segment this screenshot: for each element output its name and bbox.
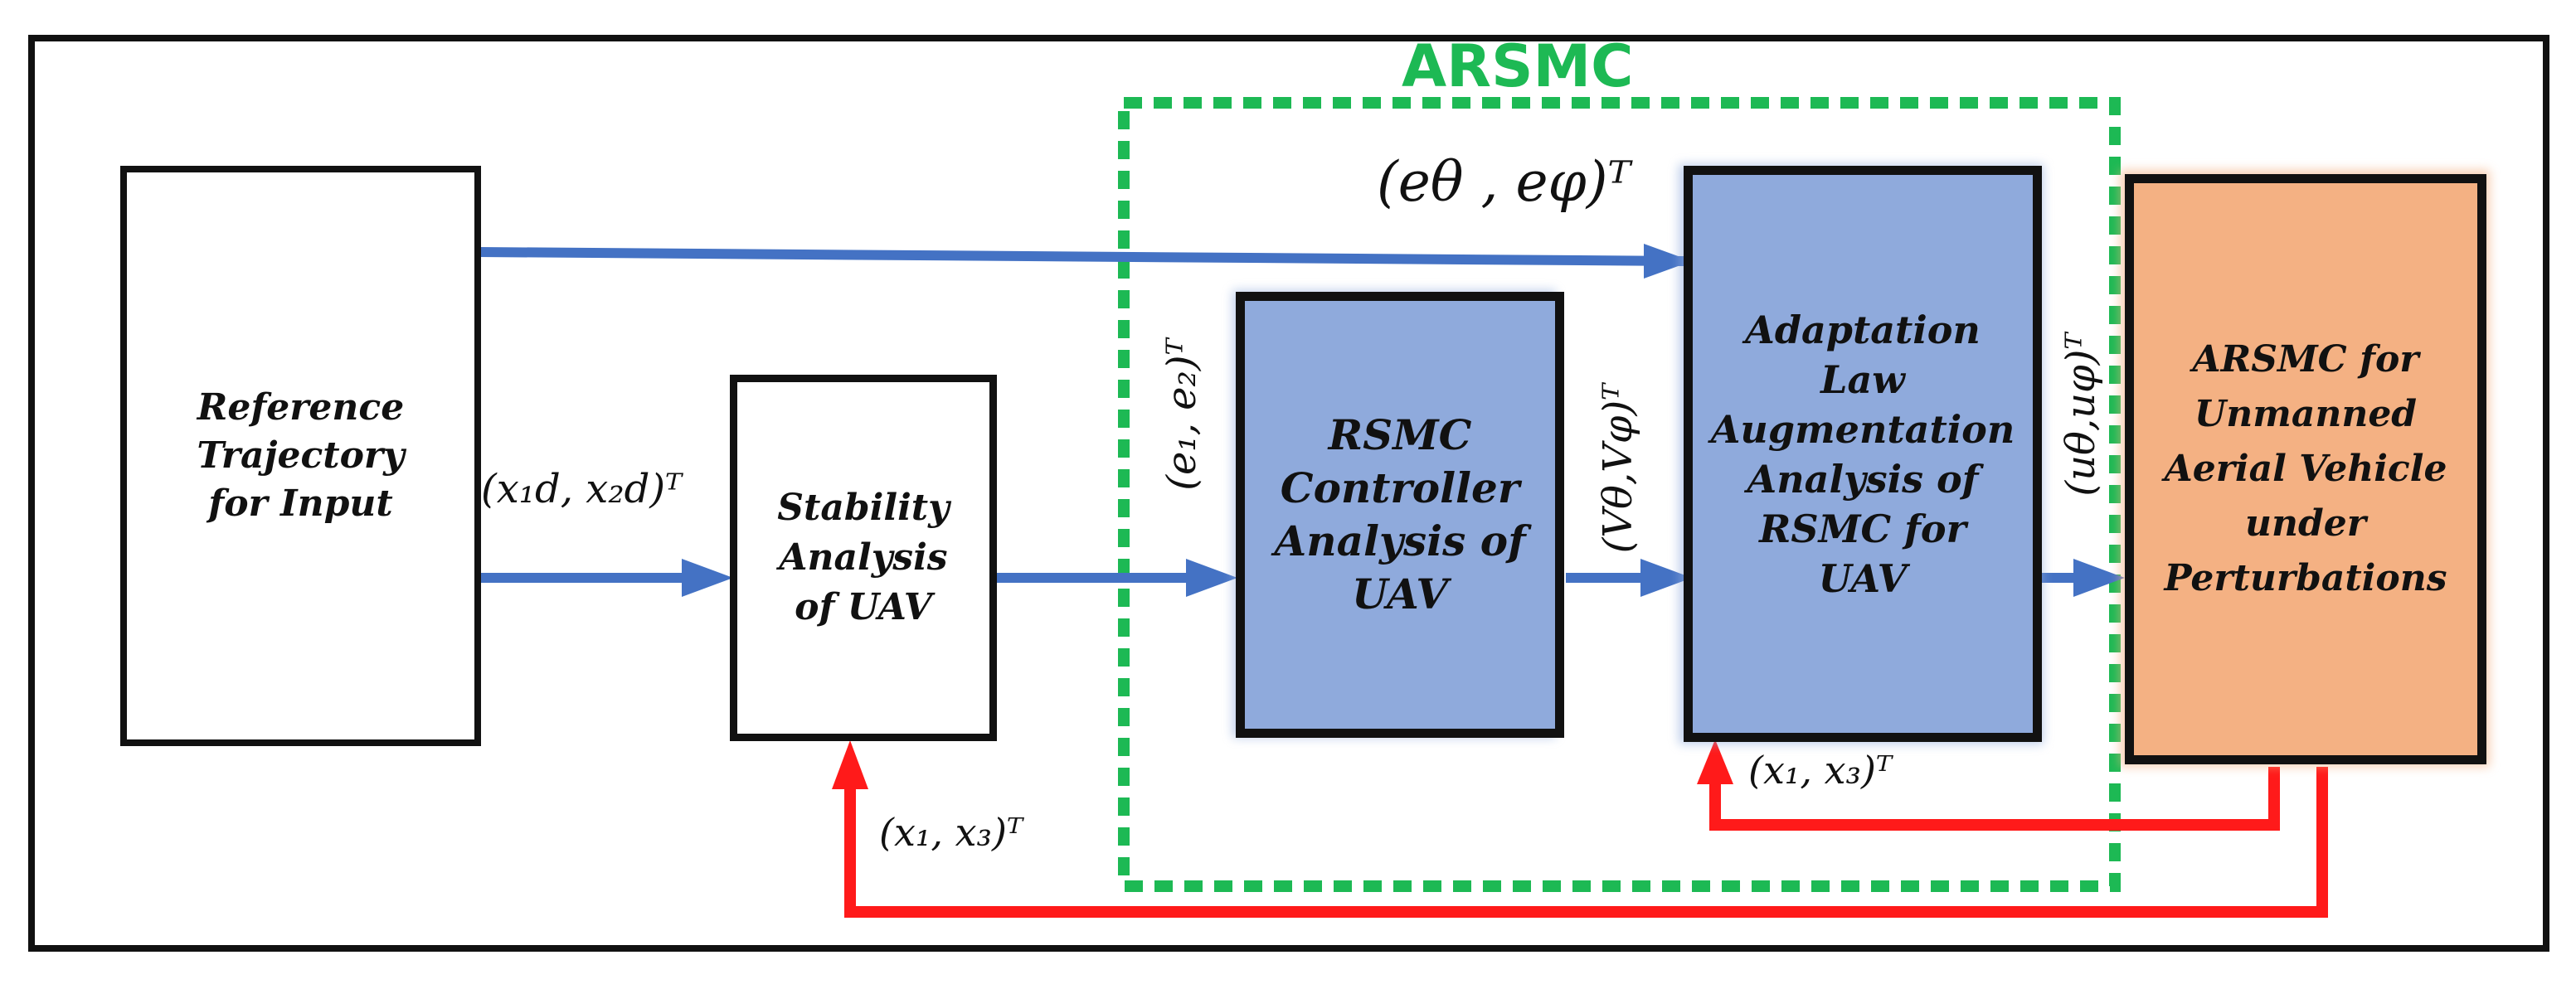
arsmc-uav-label: ARSMC for Unmanned Aerial Vehicle under … xyxy=(2164,338,2447,599)
signal-x1d-x2d: (x₁d, x₂d)ᵀ xyxy=(481,466,683,512)
reference-trajectory-label: Reference Trajectory for Input xyxy=(197,386,405,525)
arrowhead-rsmc xyxy=(1186,559,1237,597)
feedback-uav-to-adaptation xyxy=(1709,767,2280,831)
rsmc-controller-block: RSMC Controller Analysis of UAV xyxy=(1236,292,1564,738)
arsmc-group-title: ARSMC xyxy=(1402,32,1634,100)
reference-trajectory-block: Reference Trajectory for Input xyxy=(120,166,481,746)
rsmc-controller-label: RSMC Controller Analysis of UAV xyxy=(1274,410,1526,618)
adaptation-law-label: Adaptation Law Augmentation Analysis of … xyxy=(1710,307,2015,601)
stability-analysis-label: Stability Analysis of UAV xyxy=(777,487,950,628)
arsmc-uav-block: ARSMC for Unmanned Aerial Vehicle under … xyxy=(2125,174,2486,764)
signal-e1-e2: (e₁, e₂)ᵀ xyxy=(1159,338,1205,491)
adaptation-law-block: Adaptation Law Augmentation Analysis of … xyxy=(1684,166,2042,742)
feedback-arrows xyxy=(832,739,2328,918)
signal-x1-x3-outer: (x₁, x₃)ᵀ xyxy=(879,810,1023,855)
signal-u-theta-phi: (uθ,uφ)ᵀ xyxy=(2058,332,2104,497)
arrow-reference-to-adaptation xyxy=(479,247,1684,266)
feedback-uav-to-stability xyxy=(844,767,2328,918)
forward-arrows xyxy=(479,244,2125,597)
arrowhead-stability-bottom xyxy=(832,740,868,789)
arrowhead-stability xyxy=(682,559,733,597)
arrowhead-uav xyxy=(2073,559,2125,597)
arrowhead-adaptation-bottom xyxy=(1697,739,1733,784)
arrowhead-adaptation-mid xyxy=(1640,559,1692,597)
stability-analysis-block: Stability Analysis of UAV xyxy=(730,375,997,741)
signal-x1-x3-inner: (x₁, x₃)ᵀ xyxy=(1748,748,1893,793)
signal-v-theta-phi: (Vθ,Vφ)ᵀ xyxy=(1595,383,1641,554)
signal-error-theta-phi: (eθ , eφ)ᵀ xyxy=(1377,150,1631,214)
outer-frame xyxy=(28,35,2549,952)
arsmc-group-border xyxy=(1118,97,2121,892)
arrowhead-adaptation-top xyxy=(1644,244,1692,279)
